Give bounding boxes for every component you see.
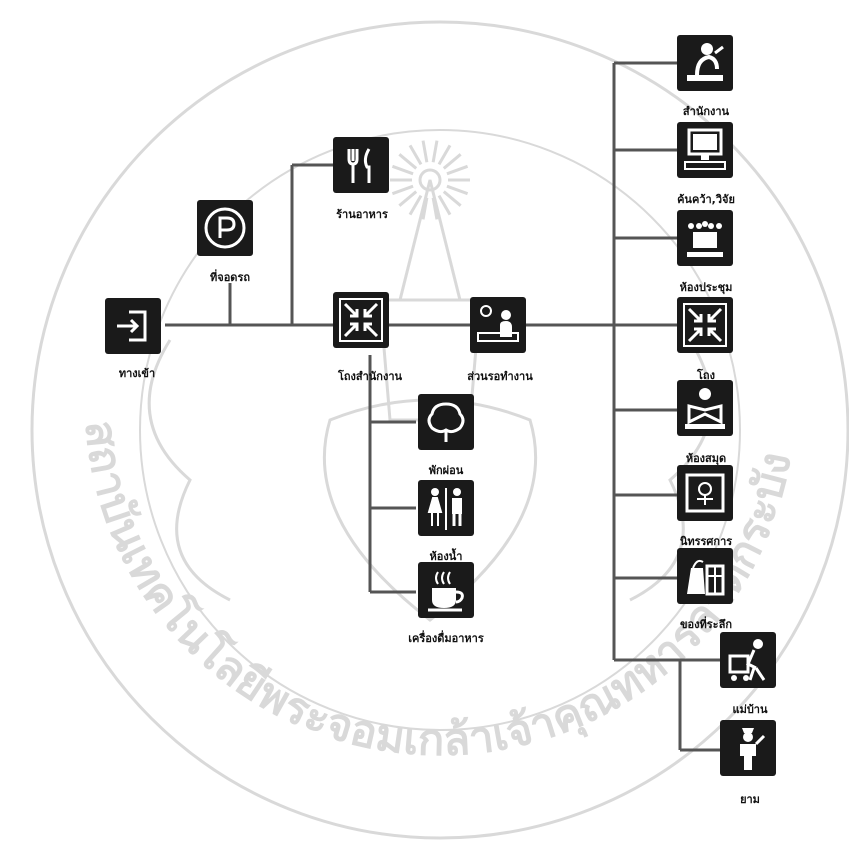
node-label: ร้านอาหาร [336,208,388,221]
node-label: เครื่องดื่มอาหาร [408,632,484,645]
restroom-icon [427,488,462,530]
node-security [720,720,776,776]
node-office [677,35,733,91]
node-drinks [418,562,474,618]
node-label: ห้องสมุด [685,452,727,465]
node-label: โถงสำนักงาน [337,370,403,383]
node-label: นิทรรศการ [679,535,733,548]
node-label: ที่จอดรถ [209,271,251,284]
lobby-arrows-icon [683,303,727,347]
node-restroom [418,480,474,536]
enter-arrow-icon [117,310,147,342]
computer-icon [684,128,726,170]
node-research [677,122,733,178]
node-souvenir [677,548,733,604]
emblem-watermark [147,140,713,622]
guard-icon [740,728,766,770]
tree-icon [427,402,465,442]
reading-icon [685,388,725,429]
node-exhibition [677,465,733,521]
node-garden [418,394,474,450]
node-label: ห้องประชุม [679,281,733,294]
node-restaurant [333,137,389,193]
node-library [677,380,733,436]
node-label: ทางเข้า [118,367,156,380]
node-housekeeping [720,632,776,688]
cleaning-cart-icon [728,639,766,681]
node-label: ส่วนรอทำงาน [467,370,533,383]
coffee-cup-icon [428,571,464,612]
parking-icon [204,207,246,249]
node-label: ค้นคว้า,วิจัย [677,193,735,206]
exhibition-icon [685,473,725,513]
node-lobby-main [333,292,389,348]
node-label: ของที่ระลึก [680,618,732,631]
lobby-arrows-icon [339,298,383,342]
office-worker-icon [687,43,724,81]
node-hall [677,297,733,353]
node-entrance [105,298,161,354]
node-label: แม่บ้าน [732,703,768,716]
souvenir-icon [687,559,725,596]
fork-knife-icon [347,148,371,183]
node-reception [470,297,526,353]
node-meeting [677,210,733,266]
node-label: ห้องน้ำ [429,550,463,563]
reception-desk-icon [477,305,519,342]
node-label: ยาม [740,793,760,806]
node-label: พักผ่อน [428,464,464,477]
node-label: โถง [697,369,715,382]
node-parking [197,200,253,256]
meeting-room-icon [687,221,723,257]
node-label: สำนักงาน [682,105,730,118]
